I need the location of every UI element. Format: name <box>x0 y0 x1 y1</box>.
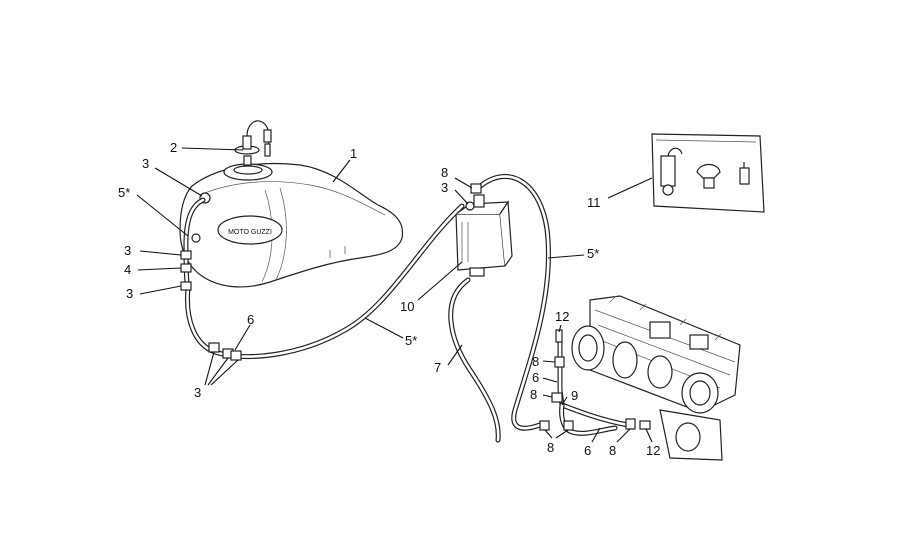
fuel-tank: MOTO GUZZI <box>179 162 404 288</box>
tank-logo-text: MOTO GUZZI <box>228 229 272 236</box>
hose-canister-to-throttle <box>475 174 551 431</box>
callout-7: 7 <box>434 360 441 375</box>
callout-6: 6 <box>532 370 539 385</box>
callout-5-star: 5* <box>587 246 599 261</box>
callout-8: 8 <box>547 440 554 455</box>
callout-5-star: 5* <box>118 185 130 200</box>
callout-12: 12 <box>646 443 660 458</box>
filler-cap-valve <box>234 120 272 166</box>
callout-10: 10 <box>400 299 414 314</box>
callout-6: 6 <box>247 312 254 327</box>
callout-3: 3 <box>142 156 149 171</box>
callout-2: 2 <box>170 140 177 155</box>
carbon-canister <box>455 194 513 277</box>
callout-3: 3 <box>126 286 133 301</box>
callout-11: 11 <box>587 195 601 210</box>
kit-bag <box>651 133 765 213</box>
callout-12: 12 <box>555 309 569 324</box>
callout-8: 8 <box>530 387 537 402</box>
callout-8: 8 <box>532 354 539 369</box>
hose-tank-vent <box>183 197 206 285</box>
callout-6: 6 <box>584 443 591 458</box>
throttle-body-assembly <box>571 295 741 461</box>
callout-9: 9 <box>571 388 578 403</box>
hose-clamps <box>180 183 651 431</box>
leader-lines <box>136 147 653 443</box>
callout-5-star: 5* <box>405 333 417 348</box>
callout-labels: 2 1 3 5* 3 4 3 6 3 5* 8 3 10 7 5* 11 12 … <box>118 140 660 458</box>
callout-3: 3 <box>441 180 448 195</box>
hose-tank-to-canister <box>184 203 465 360</box>
callout-1: 1 <box>350 146 357 161</box>
callout-8: 8 <box>609 443 616 458</box>
callout-8: 8 <box>441 165 448 180</box>
hose-canister-drain <box>448 277 501 443</box>
callout-3: 3 <box>194 385 201 400</box>
callout-3: 3 <box>124 243 131 258</box>
callout-4: 4 <box>124 262 131 277</box>
